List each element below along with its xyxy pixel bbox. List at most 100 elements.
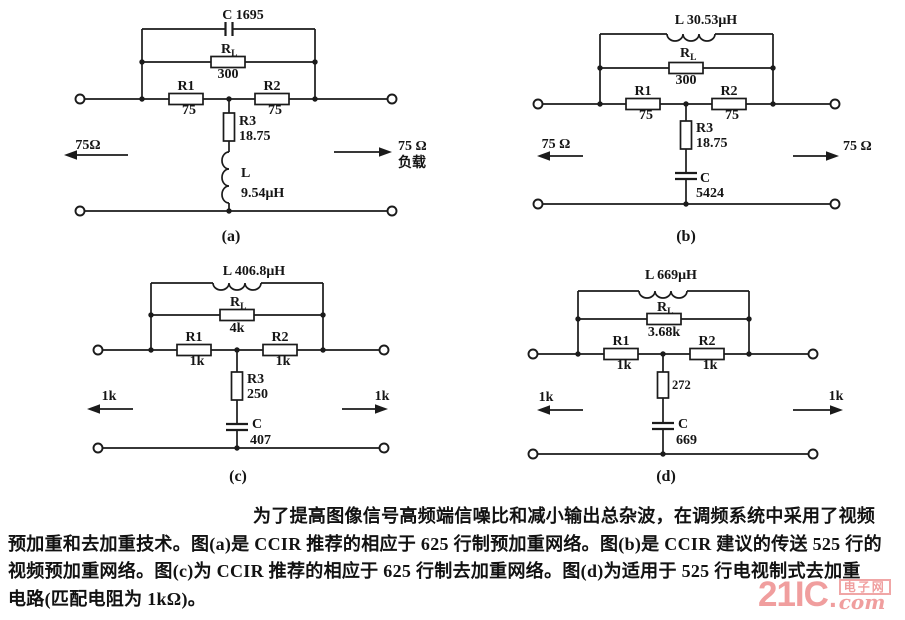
resistor-body-r1 xyxy=(168,92,204,106)
watermark-tld-text: com xyxy=(838,590,886,614)
resistor-body-r2 xyxy=(262,343,298,357)
watermark-dot: . xyxy=(828,582,837,613)
left-arrow-head xyxy=(64,150,77,160)
left-arrow-head xyxy=(537,405,550,415)
right-arrow-head xyxy=(379,147,392,157)
description-line-2: 预加重和去加重技术。图(a)是 CCIR 推荐的相应于 625 行制预加重网络。… xyxy=(8,534,882,554)
resistor-body-r3 xyxy=(222,112,236,142)
shunt-name-label: C xyxy=(252,417,262,432)
resistor-body-rl xyxy=(668,61,704,75)
shunt-name-label: L xyxy=(241,166,250,181)
resistor-body-r3 xyxy=(230,371,244,401)
r1-name-label: R1 xyxy=(185,330,202,345)
r2-value-label: 1k xyxy=(703,358,718,373)
capacitor-plates xyxy=(224,22,234,36)
r2-name-label: R2 xyxy=(263,79,280,94)
r2-value-label: 75 xyxy=(268,103,282,118)
description-line-1: 为了提高图像信号高频端信噪比和减小输出总杂波，在调频系统中采用了视频 xyxy=(253,506,876,526)
left-port-label: 1k xyxy=(102,389,117,404)
right-port-label: 75 Ω xyxy=(398,139,427,154)
junction-dots xyxy=(597,65,776,207)
resistor-body-rl xyxy=(210,55,246,69)
r2-name-label: R2 xyxy=(720,84,737,99)
right-port-label: 1k xyxy=(829,389,844,404)
shunt-name-label: C xyxy=(700,171,710,186)
schematics-svg: C 1695 RL 300 R1 75 R2 75 R3 18.75 L 9.5… xyxy=(64,8,872,485)
r2-name-label: R2 xyxy=(271,330,288,345)
description-line-3: 视频预加重网络。图(c)为 CCIR 推荐的相应于 625 行制去加重网络。图(… xyxy=(8,561,861,581)
top-element-label: L 30.53μH xyxy=(675,13,738,28)
shunt-name-label: C xyxy=(678,417,688,432)
terminals xyxy=(92,344,390,454)
description-line-4: 电路(匹配电阻为 1kΩ)。 xyxy=(8,589,207,609)
left-port-label: 75 Ω xyxy=(542,137,571,152)
shunt-value-label: 407 xyxy=(250,433,271,448)
circuit-d: L 669μH RL 3.68k R1 1k R2 1k 272 C 669 1… xyxy=(527,268,844,485)
resistor-body-r2 xyxy=(689,347,725,361)
resistor-body-r1 xyxy=(176,343,212,357)
rl-value-label: 4k xyxy=(230,321,245,336)
rl-value-label: 300 xyxy=(676,73,697,88)
resistor-body-r2 xyxy=(711,97,747,111)
rl-name-label: RL xyxy=(221,42,237,59)
shunt-value-label: 669 xyxy=(676,433,697,448)
r2-value-label: 1k xyxy=(276,354,291,369)
circuit-b: L 30.53μH RL 300 R1 75 R2 75 R3 18.75 C … xyxy=(532,13,872,245)
capacitor-plates xyxy=(675,171,697,181)
watermark-cn-text: 电子网 xyxy=(838,579,891,595)
right-arrow-head xyxy=(830,405,843,415)
port-arrows xyxy=(537,405,843,415)
junction-dots xyxy=(575,316,752,457)
resistor-body-r1 xyxy=(603,347,639,361)
r1-value-label: 1k xyxy=(190,354,205,369)
right-port-sublabel: 负载 xyxy=(398,154,426,171)
r1-value-label: 75 xyxy=(182,103,196,118)
r1-name-label: R1 xyxy=(634,84,651,99)
subfigure-caption: (c) xyxy=(229,468,247,485)
circuit-a: C 1695 RL 300 R1 75 R2 75 R3 18.75 L 9.5… xyxy=(64,8,427,245)
rl-name-label: RL xyxy=(230,295,246,312)
subfigure-caption: (d) xyxy=(656,468,676,485)
inductor-coil xyxy=(666,33,716,42)
top-element-label: L 406.8μH xyxy=(223,264,286,279)
terminals xyxy=(527,348,819,460)
r1-value-label: 1k xyxy=(617,358,632,373)
shunt-value-label: 5424 xyxy=(696,186,724,201)
inductor-coil xyxy=(221,151,230,204)
resistor-body-rl xyxy=(219,308,255,322)
r3-value-label: 250 xyxy=(247,387,268,402)
watermark-21ic-logo: 21IC . 电子网 com xyxy=(758,577,891,612)
port-arrows xyxy=(87,404,388,414)
r3-name-label: R3 xyxy=(247,372,264,387)
rl-name-label: RL xyxy=(657,300,673,317)
subfigure-caption: (b) xyxy=(676,228,696,245)
r1-name-label: R1 xyxy=(177,79,194,94)
junction-dots xyxy=(139,59,318,214)
port-arrows xyxy=(537,151,839,161)
left-arrow-head xyxy=(87,404,100,414)
capacitor-plates xyxy=(652,421,674,431)
watermark-brand-text: 21IC xyxy=(758,575,829,614)
r1-value-label: 75 xyxy=(639,108,653,123)
shunt-value-label: 9.54μH xyxy=(241,186,284,201)
port-arrows xyxy=(64,147,392,160)
inductor-coil xyxy=(212,282,262,291)
r3-value-label: 272 xyxy=(672,378,691,392)
left-port-label: 75Ω xyxy=(75,138,100,153)
left-arrow-head xyxy=(537,151,550,161)
resistor-body-r3 xyxy=(656,371,670,399)
junction-dots xyxy=(148,312,326,451)
resistor-body-r3 xyxy=(679,120,693,150)
resistor-body-r2 xyxy=(254,92,290,106)
r3-value-label: 18.75 xyxy=(239,129,271,144)
rl-value-label: 3.68k xyxy=(648,325,681,340)
resistor-body-rl xyxy=(646,312,682,326)
left-port-label: 1k xyxy=(539,390,554,405)
terminals xyxy=(532,98,841,210)
r3-name-label: R3 xyxy=(239,114,256,129)
right-arrow-head xyxy=(826,151,839,161)
subfigure-caption: (a) xyxy=(222,228,241,245)
circuit-c: L 406.8μH RL 4k R1 1k R2 1k R3 250 C 407… xyxy=(87,264,390,485)
terminals xyxy=(74,93,398,217)
